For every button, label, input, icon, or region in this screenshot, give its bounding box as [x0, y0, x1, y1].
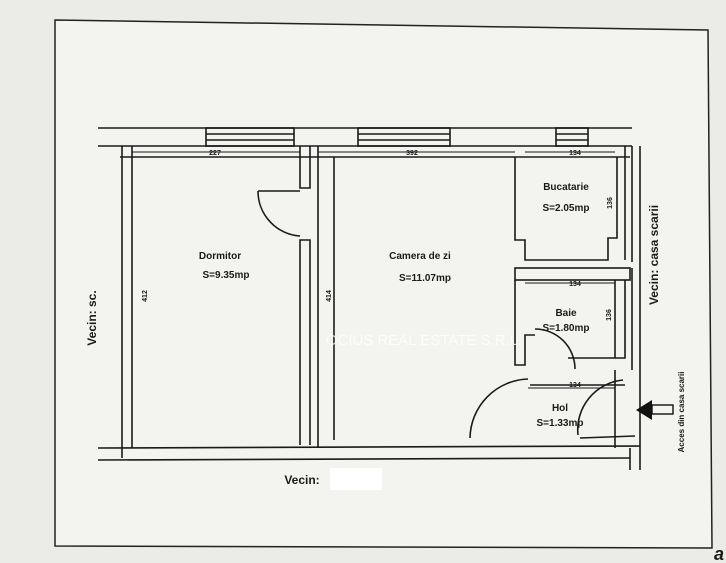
dim-baie-width: 134 [569, 281, 581, 288]
document-border [54, 19, 713, 549]
room-name-baie: Baie [555, 308, 577, 319]
room-area-camera: S=11.07mp [399, 273, 451, 284]
room-name-camera: Camera de zi [389, 251, 451, 262]
neighbor-right: Vecin: casa scarii [647, 205, 661, 305]
room-area-baie: S=1.80mp [543, 323, 590, 334]
room-name-dormitor: Dormitor [199, 251, 241, 262]
watermark: OCIUS REAL ESTATE S.R.L. [326, 332, 522, 349]
dim-camera-width: 392 [406, 150, 418, 157]
neighbor-bottom: Vecin: [284, 473, 319, 487]
walls [97, 127, 641, 470]
dim-dormitor-height: 412 [142, 290, 149, 302]
dim-baie-side: 136 [606, 309, 613, 321]
dim-camera-height: 414 [326, 290, 333, 302]
room-name-hol: Hol [552, 403, 568, 414]
dim-hol-width: 134 [569, 382, 581, 389]
access-label: Acces din casa scarii [677, 372, 686, 453]
corner-mark: a [714, 544, 724, 563]
room-name-bucatarie: Bucatarie [543, 182, 589, 193]
dim-bucatarie-side: 136 [607, 197, 614, 209]
access-arrow-icon [636, 400, 674, 420]
dim-bucatarie-width: 134 [569, 150, 581, 157]
dim-dormitor-width: 227 [209, 150, 221, 157]
room-area-hol: S=1.33mp [537, 418, 584, 429]
neighbor-left: Vecin: sc. [85, 290, 99, 345]
room-area-dormitor: S=9.35mp [203, 270, 250, 281]
dimension-lines [132, 151, 615, 389]
redaction-box [330, 468, 382, 490]
room-area-bucatarie: S=2.05mp [543, 203, 590, 214]
